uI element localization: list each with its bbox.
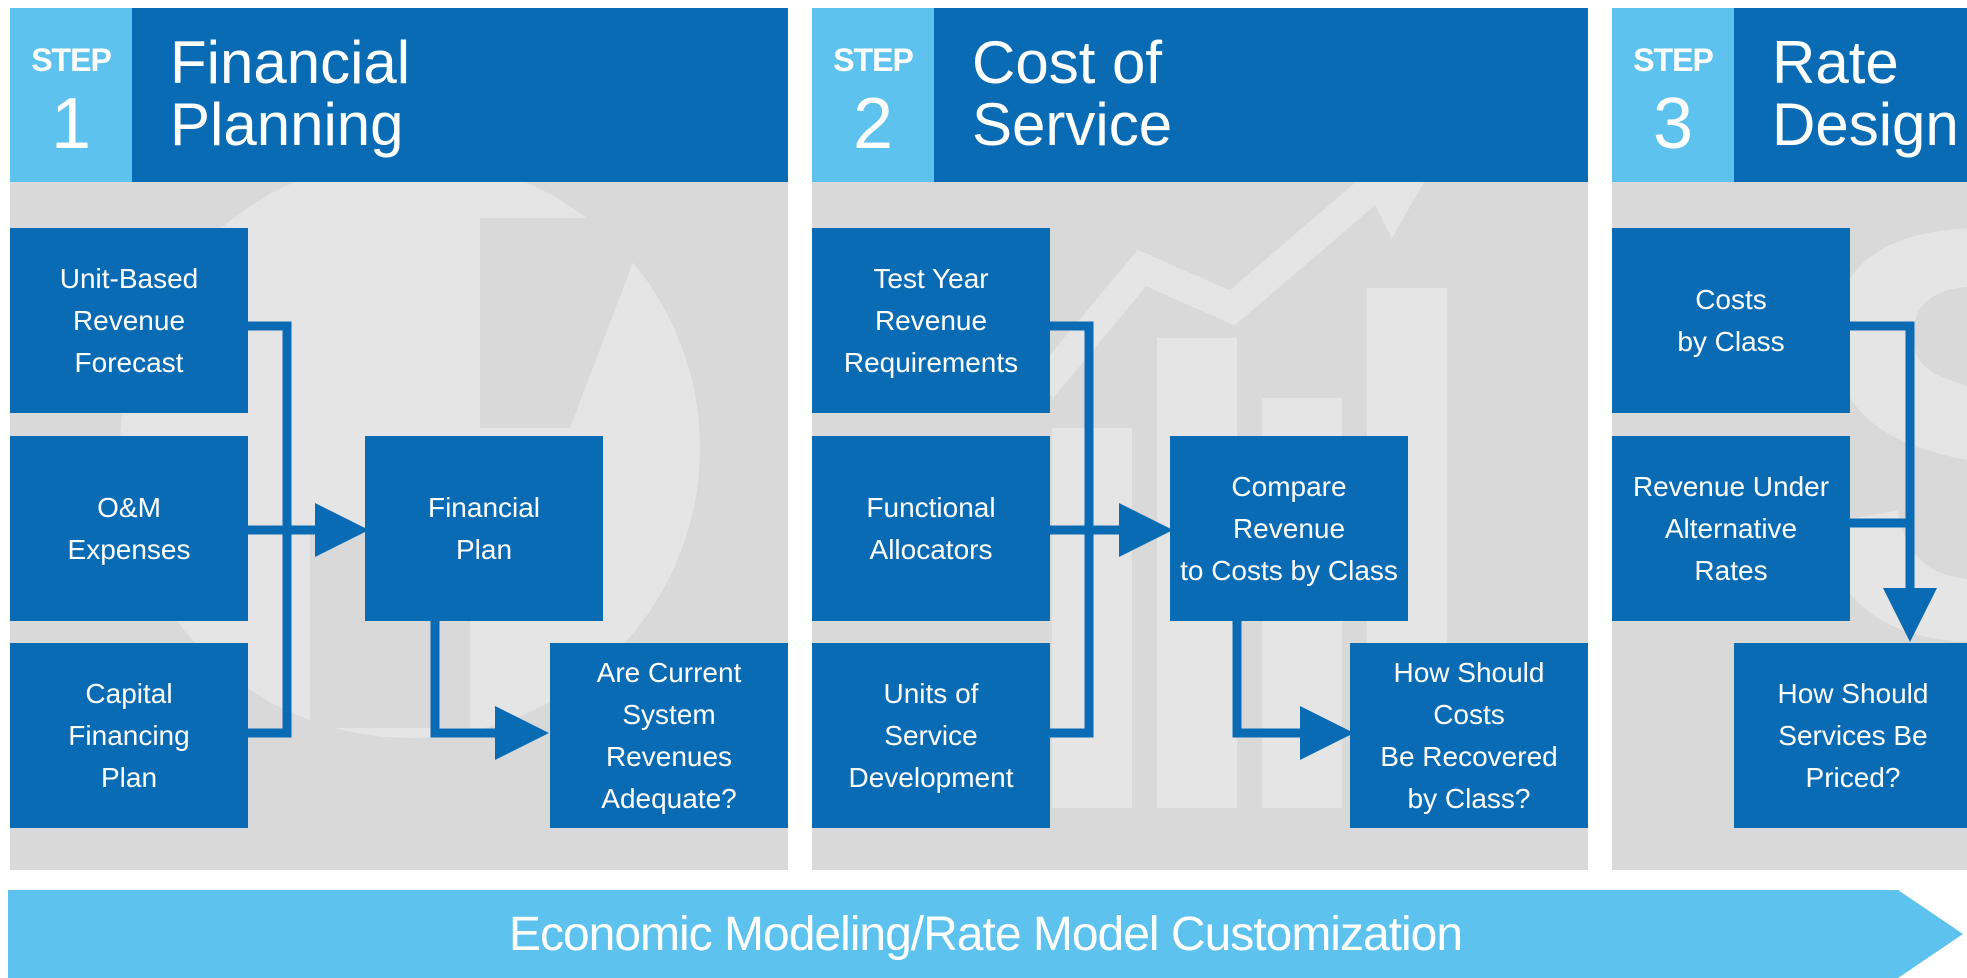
cost-recovery-box: How Should Costs Be Recovered by Class? [1350, 643, 1588, 828]
step-1-badge: STEP 1 [10, 8, 132, 182]
step-3-label: STEP [1633, 42, 1714, 78]
capital-financing-plan-box: Capital Financing Plan [10, 643, 248, 828]
step-1-panel: STEP 1 Financial Planning Unit-Based Rev… [10, 8, 788, 870]
functional-allocators-box: Functional Allocators [812, 436, 1050, 621]
step-1-title: Financial Planning [170, 29, 411, 158]
step-2-number: 2 [852, 84, 894, 164]
test-year-revenue-requirements-box: Test Year Revenue Requirements [812, 228, 1050, 413]
step-2-header: STEP 2 Cost of Service [812, 8, 1588, 182]
unit-based-revenue-forecast-box: Unit-Based Revenue Forecast [10, 228, 248, 413]
revenue-adequacy-box: Are Current System Revenues Adequate? [550, 643, 788, 828]
units-of-service-development-box: Units of Service Development [812, 643, 1050, 828]
step-3-connector-arrows [1850, 321, 1937, 642]
step-1-header: STEP 1 Financial Planning [10, 8, 788, 182]
costs-by-class-box: Costs by Class [1612, 228, 1850, 413]
step-3-number: 3 [1652, 84, 1694, 164]
step-3-badge: STEP 3 [1612, 8, 1734, 182]
step-2-title: Cost of Service [972, 29, 1173, 158]
step-1-connector-arrows [248, 321, 549, 760]
step-2-label: STEP [833, 42, 914, 78]
service-pricing-box: How Should Services Be Priced? [1734, 643, 1967, 828]
om-expenses-box: O&M Expenses [10, 436, 248, 621]
compare-revenue-box: Compare Revenue to Costs by Class [1170, 436, 1408, 621]
revenue-under-alternative-rates-box: Revenue Under Alternative Rates [1612, 436, 1850, 621]
banner-arrow [8, 890, 1963, 978]
step-1-number: 1 [50, 84, 92, 164]
step-1-label: STEP [31, 42, 112, 78]
step-2-panel: STEP 2 Cost of Service Test Year Revenue… [812, 8, 1588, 870]
financial-plan-box: Financial Plan [365, 436, 603, 621]
step-3-panel: $ STEP 3 Rate Design Costs by Class Reve… [1612, 8, 1967, 870]
banner-label: Economic Modeling/Rate Model Customizati… [508, 907, 1463, 961]
step-2-connector-arrows [1050, 321, 1354, 760]
step-2-badge: STEP 2 [812, 8, 934, 182]
step-3-title: Rate Design [1772, 29, 1959, 158]
step-3-header: STEP 3 Rate Design [1612, 8, 1967, 182]
